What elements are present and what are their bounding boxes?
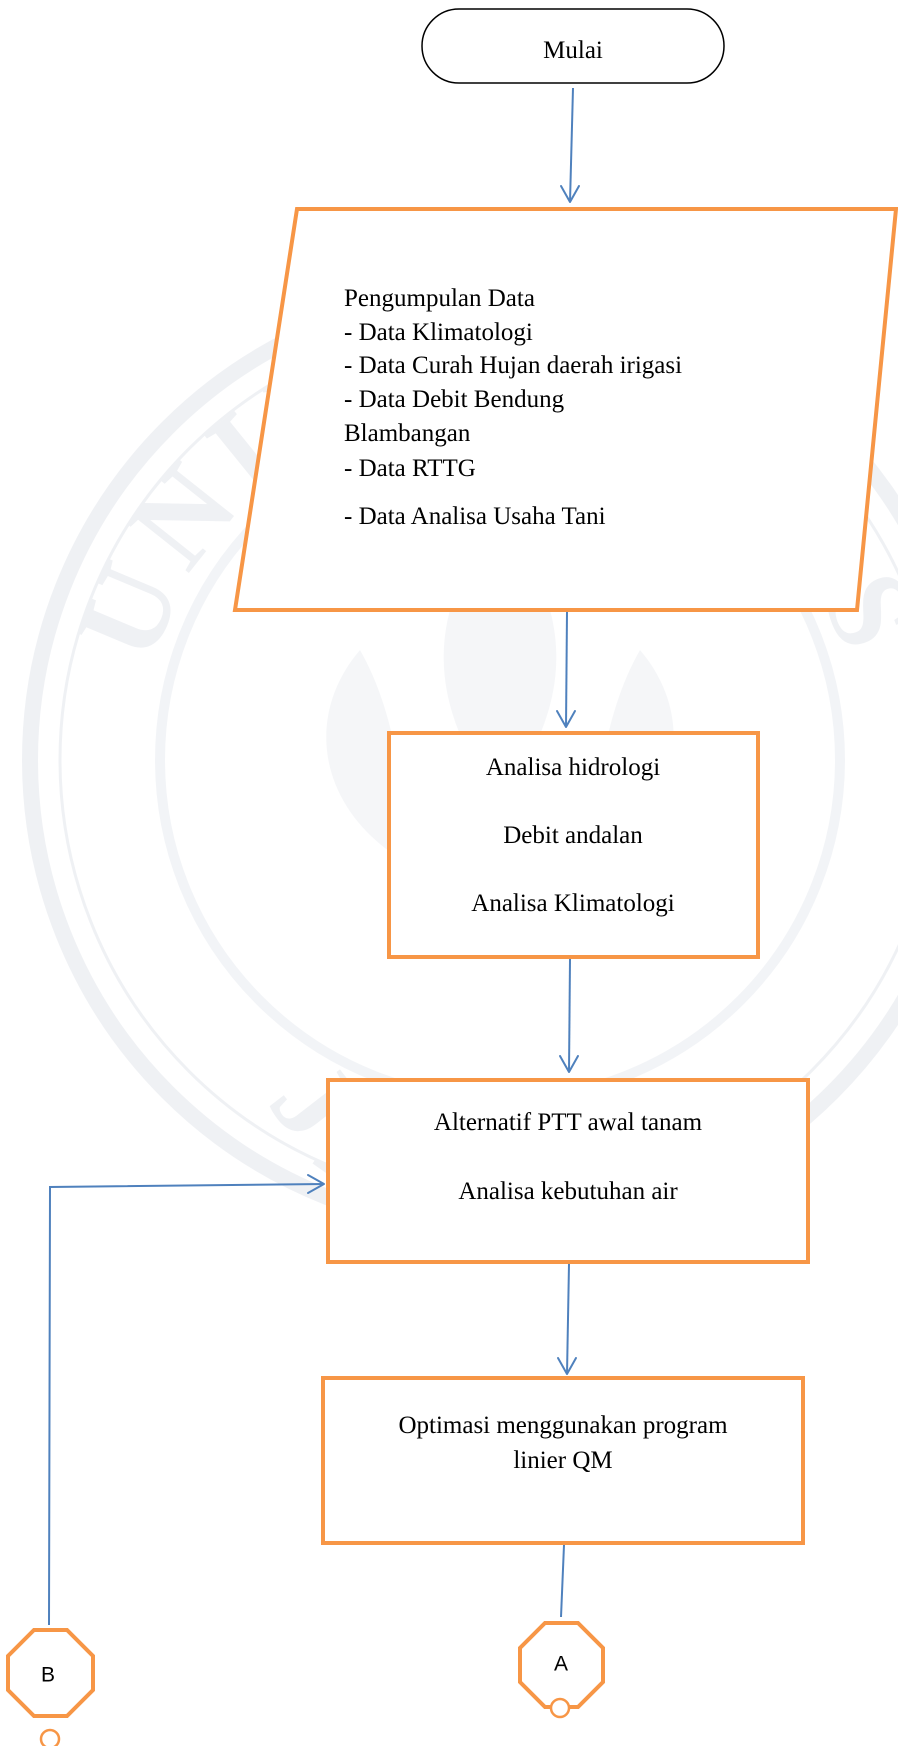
connector-a: A	[518, 1621, 605, 1719]
connector-b: B	[6, 1628, 95, 1746]
optimization-line-1: Optimasi menggunakan program	[398, 1412, 728, 1439]
input-data-parallelogram: Pengumpulan Data - Data Klimatologi - Da…	[232, 207, 898, 612]
connector-a-handle	[549, 1697, 571, 1719]
arrow-input-to-analysis	[556, 611, 576, 728]
input-line-7: - Data Analisa Usaha Tani	[344, 503, 606, 530]
start-terminator: Mulai	[421, 8, 725, 84]
alternative-line-2: Analisa kebutuhan air	[458, 1178, 678, 1205]
optimization-process-box: Optimasi menggunakan program linier QM	[321, 1376, 805, 1545]
arrow-start-to-input	[560, 87, 580, 203]
input-line-3: - Data Curah Hujan daerah irigasi	[344, 352, 682, 379]
arrow-alternative-to-optimization	[557, 1263, 577, 1375]
alternative-line-1: Alternatif PTT awal tanam	[434, 1109, 703, 1136]
alternative-process-box: Alternatif PTT awal tanam Analisa kebutu…	[326, 1078, 810, 1264]
input-line-5: Blambangan	[344, 420, 471, 447]
connector-b-label: B	[41, 1664, 55, 1687]
arrow-analysis-to-alternative	[559, 958, 579, 1073]
analysis-line-2: Debit andalan	[503, 822, 643, 849]
arrow-connector-b-to-alternative	[48, 1174, 325, 1626]
connector-a-label: A	[554, 1653, 568, 1676]
line-optimization-to-connector-a	[560, 1544, 565, 1618]
start-label: Mulai	[543, 37, 603, 64]
connector-b-handle	[39, 1728, 61, 1746]
analysis-process-box: Analisa hidrologi Debit andalan Analisa …	[387, 731, 760, 959]
input-line-4: - Data Debit Bendung	[344, 386, 565, 413]
analysis-line-1: Analisa hidrologi	[486, 754, 660, 781]
analysis-line-3: Analisa Klimatologi	[471, 890, 674, 917]
optimization-line-2: linier QM	[513, 1447, 612, 1474]
input-line-1: Pengumpulan Data	[344, 285, 535, 312]
input-line-2: - Data Klimatologi	[344, 319, 533, 346]
input-line-6: - Data RTTG	[344, 455, 476, 482]
